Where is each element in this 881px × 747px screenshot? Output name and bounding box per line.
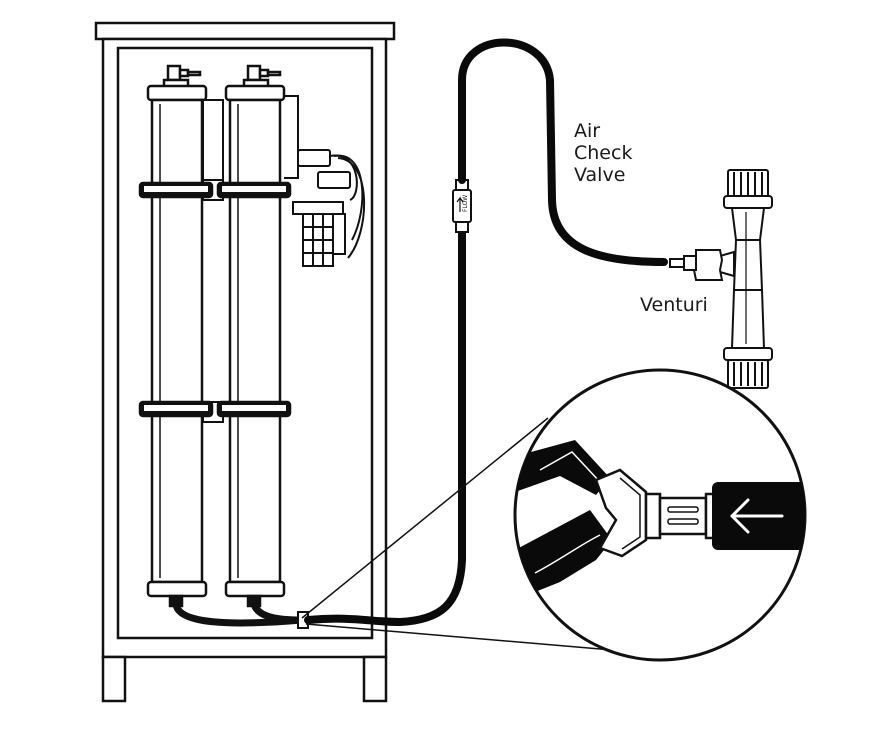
venturi-label: Venturi (640, 294, 708, 316)
cabinet-right-leg (362, 655, 388, 703)
air-check-valve-label: Air Check Valve (574, 120, 632, 186)
right-cylinder (216, 64, 292, 608)
upper-air-hose (458, 38, 668, 266)
air-check-valve-label-line1: Air (574, 120, 601, 142)
air-check-valve-label-line2: Check (574, 142, 633, 164)
cabinet-left-leg (101, 655, 127, 703)
air-check-valve-label-line3: Valve (574, 164, 626, 186)
control-module (284, 95, 365, 267)
main-air-hose (304, 228, 466, 627)
flow-marking: FLOW (462, 195, 469, 212)
left-cylinder (138, 64, 214, 608)
zoom-detail (513, 368, 807, 662)
left-arrow-icon (730, 498, 784, 534)
air-check-valve: FLOW (452, 179, 472, 233)
venturi-injector (669, 169, 773, 389)
cabinet-top (94, 21, 396, 41)
zoom-callout-lines (301, 417, 613, 651)
